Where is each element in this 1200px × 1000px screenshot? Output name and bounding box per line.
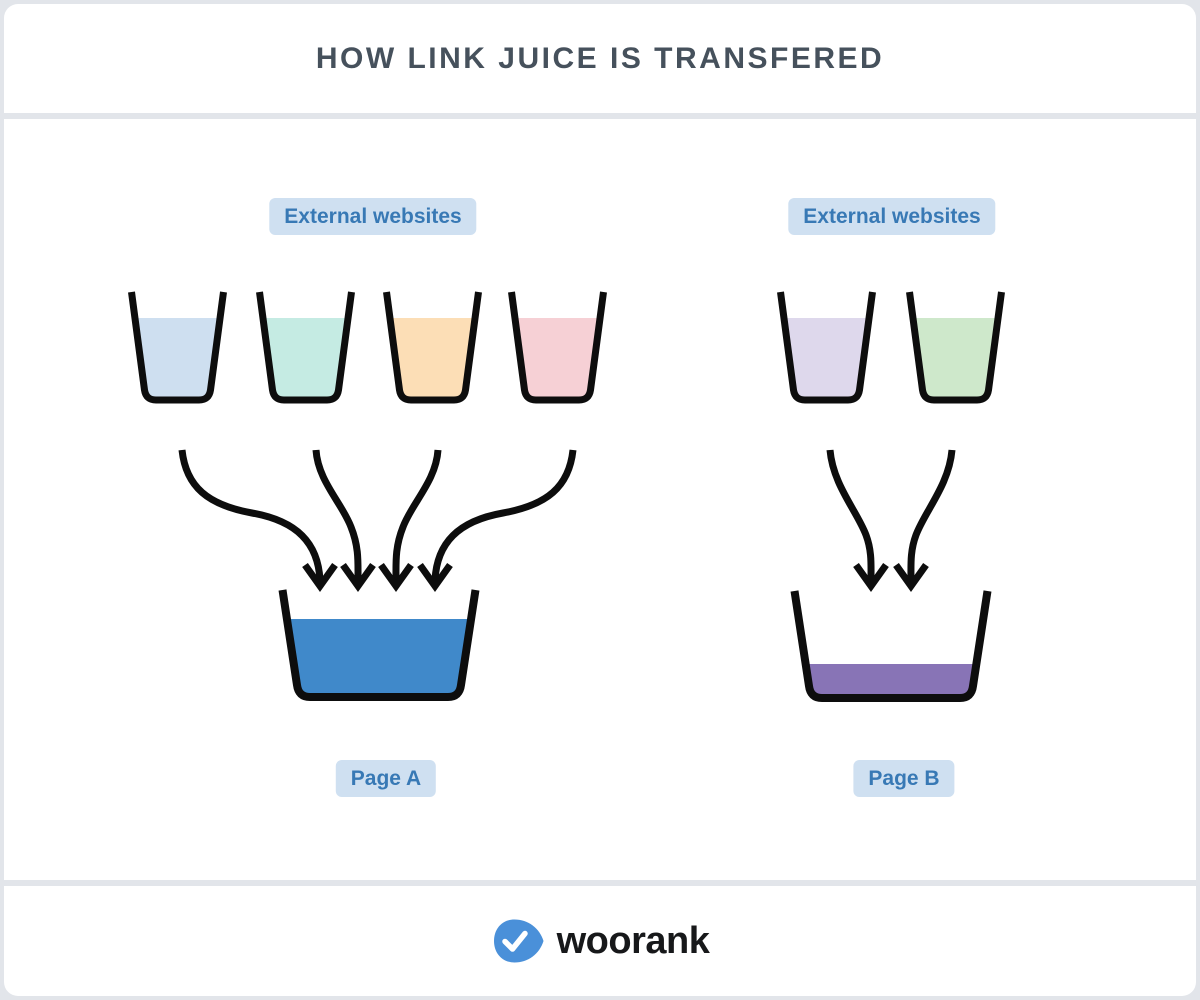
link-juice-diagram [128, 291, 1005, 702]
bucket-liquid [807, 664, 975, 694]
external-site-cup-1 [128, 291, 227, 404]
cup-liquid [136, 318, 219, 397]
arrow-head-icon [417, 562, 453, 593]
external-websites-label-left: External websites [269, 198, 477, 235]
arrow-shaft [178, 449, 324, 581]
cup-outline [777, 291, 876, 404]
cup-liquid [516, 318, 599, 397]
arrow-shaft [312, 449, 362, 581]
bucket-outline [790, 590, 992, 702]
cup-outline [508, 291, 607, 404]
bucket-outline [278, 589, 480, 701]
link-arrows-left [178, 449, 577, 593]
cup-liquid [391, 318, 474, 397]
cup-outline [906, 291, 1005, 404]
arrow-head-icon [378, 562, 414, 593]
woorank-drop-icon [493, 919, 544, 963]
bucket-liquid [289, 619, 469, 693]
arrow-head-icon [340, 562, 376, 593]
external-site-cup-5 [777, 291, 876, 404]
arrow-head-icon [302, 562, 338, 593]
cup-outline [256, 291, 355, 404]
brand-logo: woorank [0, 886, 1200, 996]
page-b-bucket [790, 590, 992, 702]
external-site-cup-3 [383, 291, 482, 404]
arrow-head-icon [853, 562, 889, 593]
page-a-label: Page A [335, 760, 437, 797]
arrow-head-icon [893, 562, 929, 593]
arrow-shaft [826, 449, 875, 581]
diagram-card [4, 119, 1196, 880]
external-site-cup-2 [256, 291, 355, 404]
check-icon [501, 930, 528, 952]
arrow-shaft [431, 449, 577, 581]
arrow-shaft [907, 449, 956, 581]
brand-wordmark: woorank [556, 919, 710, 962]
footer-card [4, 886, 1196, 996]
cup-outline [128, 291, 227, 404]
cup-liquid [914, 318, 997, 397]
page-title: HOW LINK JUICE IS TRANSFERED [315, 41, 885, 75]
header-card: HOW LINK JUICE IS TRANSFERED [4, 4, 1196, 113]
link-arrows-right [826, 449, 956, 593]
cup-liquid [785, 318, 868, 397]
page-b-label: Page B [853, 760, 955, 797]
external-websites-label-right: External websites [788, 198, 996, 235]
page-a-bucket [278, 589, 480, 701]
external-site-cup-6 [906, 291, 1005, 404]
cup-outline [383, 291, 482, 404]
external-site-cup-4 [508, 291, 607, 404]
cup-liquid [264, 318, 347, 397]
arrow-shaft [392, 449, 442, 581]
